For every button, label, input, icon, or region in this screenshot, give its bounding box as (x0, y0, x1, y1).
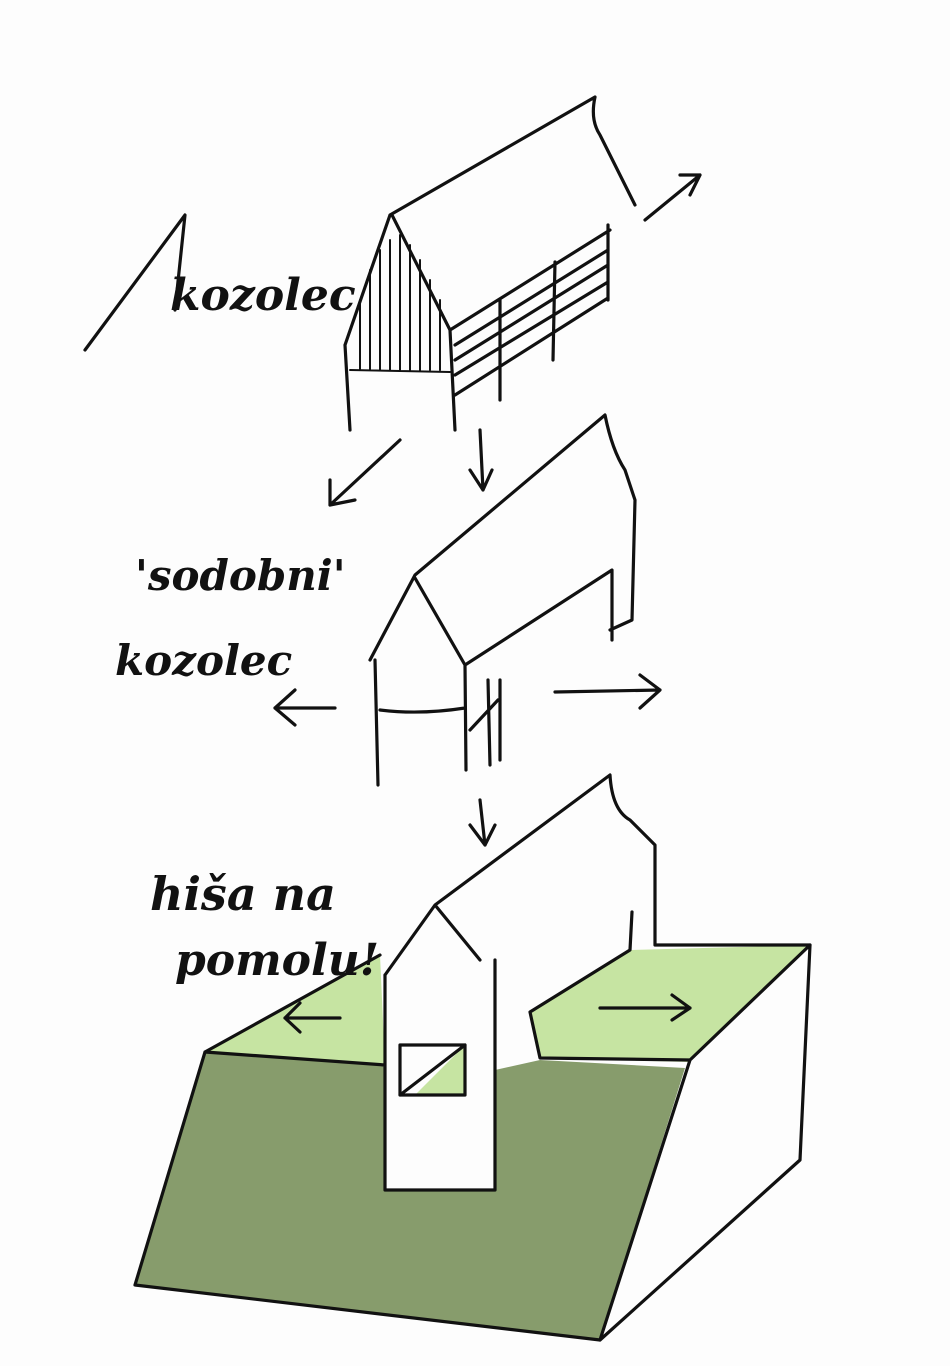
house-on-ledge-sketch: hiša na pomolu! (133, 773, 812, 1342)
front-face (135, 1052, 685, 1340)
top-right-terrace (530, 945, 810, 1062)
window-glass (415, 1045, 465, 1095)
modern-kozolec-sketch: 'sodobni' kozolec (115, 413, 662, 847)
arrow-right-icon (643, 173, 702, 222)
label-sodobni: 'sodobni' (135, 551, 346, 600)
arrow-right-icon (553, 673, 662, 710)
label-pomolu: pomolu! (175, 935, 379, 986)
label-kozolec-2: kozolec (115, 636, 292, 685)
arrow-left-icon (273, 688, 337, 727)
arrow-down-icon (468, 428, 494, 492)
kozolec-sketch: kozolec (83, 95, 702, 507)
arrow-left-icon (283, 1001, 342, 1034)
arrow-down-icon (468, 798, 497, 847)
arrow-right-icon (598, 993, 692, 1022)
label-hisa-na: hiša na (150, 867, 336, 921)
label-kozolec: kozolec (170, 270, 356, 321)
arrow-down-left-icon (328, 438, 402, 507)
